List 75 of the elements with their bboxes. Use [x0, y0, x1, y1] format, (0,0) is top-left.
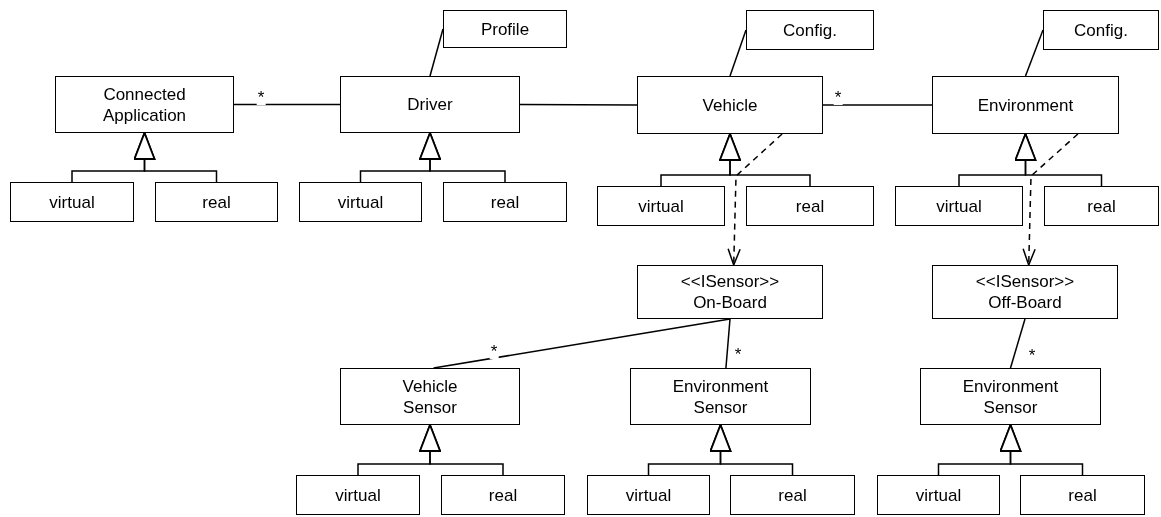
- generalization-arrow: [133, 132, 218, 183]
- class-name: Vehicle Sensor: [401, 375, 459, 418]
- class-name: Connected Application: [101, 83, 188, 126]
- association-line: [432, 318, 731, 369]
- association-line: [519, 103, 638, 106]
- class-name: Environment: [977, 94, 1074, 116]
- class-box: [597, 186, 725, 226]
- class-box: [55, 76, 234, 133]
- class-name: real: [795, 195, 825, 217]
- generalization-arrow: [999, 424, 1084, 476]
- class-box: [441, 475, 565, 515]
- class-box: [637, 76, 823, 134]
- class-name: Off-Board: [988, 292, 1062, 313]
- class-box: [340, 368, 520, 425]
- note-box: [746, 10, 874, 50]
- association-line: [233, 103, 341, 106]
- association-line: [729, 29, 747, 77]
- class-name: Vehicle: [702, 94, 758, 116]
- class-box: [932, 265, 1118, 319]
- generalization-arrow: [719, 133, 811, 187]
- class-box: [895, 186, 1023, 226]
- class-name: Driver: [407, 94, 453, 115]
- class-box: [299, 182, 422, 222]
- note-box: [443, 10, 567, 48]
- class-box: [730, 475, 855, 515]
- generalization-arrow: [419, 132, 506, 183]
- association-line: [1009, 318, 1026, 369]
- class-name: virtual: [335, 484, 381, 506]
- class-box: [932, 76, 1119, 134]
- class-name: Profile: [480, 18, 530, 40]
- class-name: virtual: [915, 484, 962, 506]
- class-name: real: [778, 484, 807, 506]
- association-line: [822, 104, 933, 106]
- class-name: virtual: [638, 195, 684, 217]
- class-box: [1020, 475, 1145, 515]
- class-box: [1044, 186, 1159, 226]
- class-name: Config.: [1074, 19, 1128, 41]
- class-name: virtual: [936, 195, 982, 217]
- class-name: real: [488, 484, 518, 506]
- class-box: [155, 182, 278, 222]
- class-name: real: [1087, 195, 1116, 217]
- class-name: virtual: [625, 484, 672, 506]
- class-name: real: [490, 191, 520, 213]
- class-name: On-Board: [693, 292, 767, 313]
- class-name: Environment Sensor: [671, 375, 770, 418]
- note-box: [1043, 10, 1159, 50]
- class-box: [340, 76, 520, 133]
- dependency-arrow: [727, 133, 783, 266]
- class-name: real: [202, 191, 231, 213]
- class-name: real: [1068, 484, 1097, 506]
- class-box: [10, 182, 134, 222]
- multiplicity-label: *: [489, 345, 499, 359]
- class-box: [920, 368, 1101, 425]
- class-box: [746, 186, 874, 226]
- class-name: virtual: [49, 191, 95, 213]
- class-name: Config.: [783, 19, 837, 41]
- association-line: [725, 318, 731, 369]
- class-box: [637, 265, 823, 319]
- association-line: [429, 28, 444, 77]
- class-name: virtual: [337, 191, 384, 213]
- class-box: [587, 475, 710, 515]
- dependency-arrow: [1022, 133, 1079, 266]
- generalization-arrow: [1014, 133, 1103, 187]
- stereotype-label: <<ISensor>>: [975, 271, 1075, 292]
- class-box: [443, 182, 567, 222]
- class-name: Environment Sensor: [961, 375, 1060, 418]
- class-box: [296, 475, 420, 515]
- multiplicity-label: *: [256, 91, 266, 105]
- class-box: [630, 368, 811, 425]
- generalization-arrow: [419, 424, 504, 476]
- stereotype-label: <<ISensor>>: [680, 271, 780, 292]
- class-box: [877, 475, 1000, 515]
- association-line: [1024, 29, 1044, 77]
- generalization-arrow: [709, 424, 794, 476]
- multiplicity-label: *: [833, 91, 843, 105]
